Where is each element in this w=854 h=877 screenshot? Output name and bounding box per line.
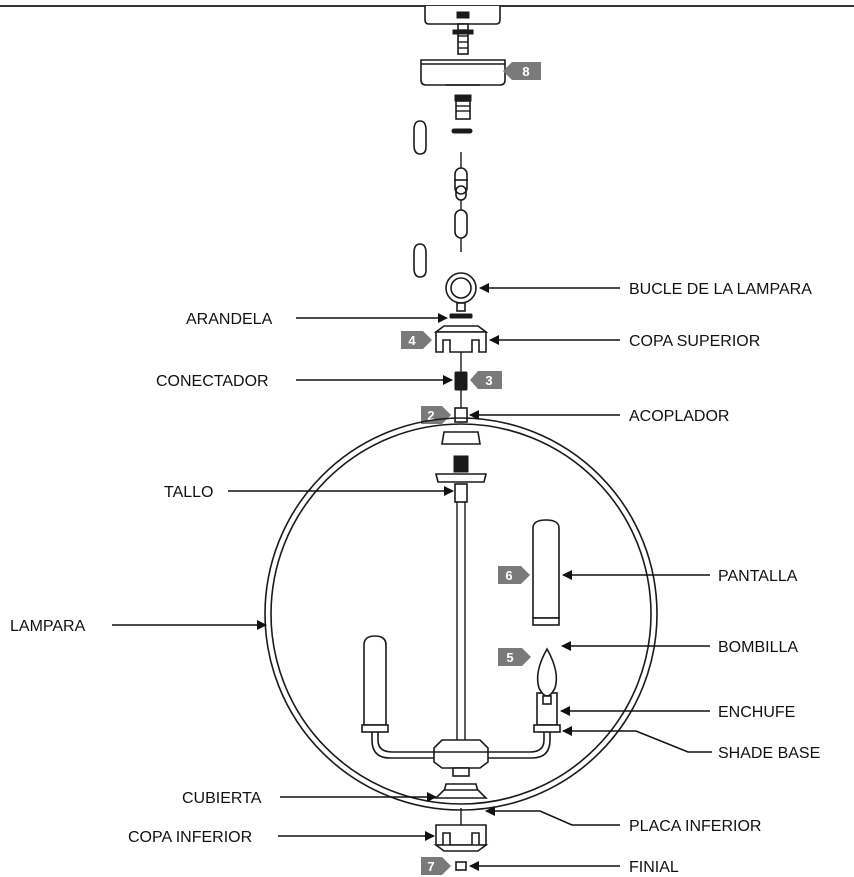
- label-bucle: BUCLE DE LA LAMPARA: [629, 281, 812, 298]
- bulb: [536, 647, 558, 705]
- badge-5: 5: [498, 648, 531, 666]
- leader-placa-inferior: [485, 806, 620, 826]
- badge-2-number: 2: [427, 408, 434, 423]
- label-acoplador: ACOPLADOR: [629, 408, 729, 425]
- badge-5-number: 5: [506, 650, 513, 665]
- badge-7-number: 7: [427, 859, 434, 874]
- cover: [434, 789, 488, 799]
- top-cup: [433, 325, 489, 353]
- small-washer: [451, 128, 473, 134]
- labels: BUCLE DE LA LAMPARA ARANDELA COPA SUPERI…: [10, 281, 820, 876]
- label-enchufe: ENCHUFE: [718, 704, 795, 721]
- bottom-cup: [433, 824, 489, 852]
- badge-8: 8: [503, 62, 541, 80]
- label-placa-inferior: PLACA INFERIOR: [629, 818, 761, 835]
- stem-top-plate: [434, 455, 488, 503]
- badge-4-number: 4: [408, 333, 416, 348]
- body-hub: [433, 739, 489, 777]
- canopy-cover: [420, 59, 506, 86]
- badge-6-number: 6: [505, 568, 512, 583]
- label-cubierta: CUBIERTA: [182, 790, 262, 807]
- label-bombilla: BOMBILLA: [718, 639, 798, 656]
- washer: [449, 313, 473, 319]
- chain: [454, 152, 468, 252]
- label-pantalla: PANTALLA: [718, 568, 798, 585]
- s-hook-bottom: [413, 243, 427, 278]
- label-tallo: TALLO: [164, 484, 214, 501]
- leader-shade-base: [562, 726, 712, 753]
- stem-rod: [456, 502, 466, 740]
- screw-collar: [454, 94, 472, 120]
- shade: [532, 519, 560, 626]
- s-hook-top: [413, 120, 427, 155]
- badge-3: 3: [470, 371, 502, 389]
- lamp-loop: [445, 272, 477, 312]
- ceiling-canopy: [424, 6, 501, 25]
- badge-7: 7: [421, 857, 451, 875]
- badge-3-number: 3: [485, 373, 492, 388]
- label-copa-inferior: COPA INFERIOR: [128, 829, 252, 846]
- socket: [533, 692, 561, 733]
- finial: [455, 861, 467, 871]
- badge-6: 6: [498, 566, 530, 584]
- leader-lines: [112, 283, 712, 871]
- coupler: [454, 407, 468, 423]
- label-copa-superior: COPA SUPERIOR: [629, 333, 760, 350]
- label-lampara: LAMPARA: [10, 618, 86, 635]
- mounting-screw: [452, 23, 474, 55]
- label-shade-base: SHADE BASE: [718, 745, 820, 762]
- label-finial: FINIAL: [629, 859, 679, 876]
- left-candle: [361, 635, 389, 733]
- arms: [371, 731, 551, 759]
- badge-8-number: 8: [522, 64, 529, 79]
- connector: [454, 371, 468, 391]
- badge-4: 4: [401, 331, 432, 349]
- label-conectador: CONECTADOR: [156, 373, 269, 390]
- label-arandela: ARANDELA: [186, 311, 273, 328]
